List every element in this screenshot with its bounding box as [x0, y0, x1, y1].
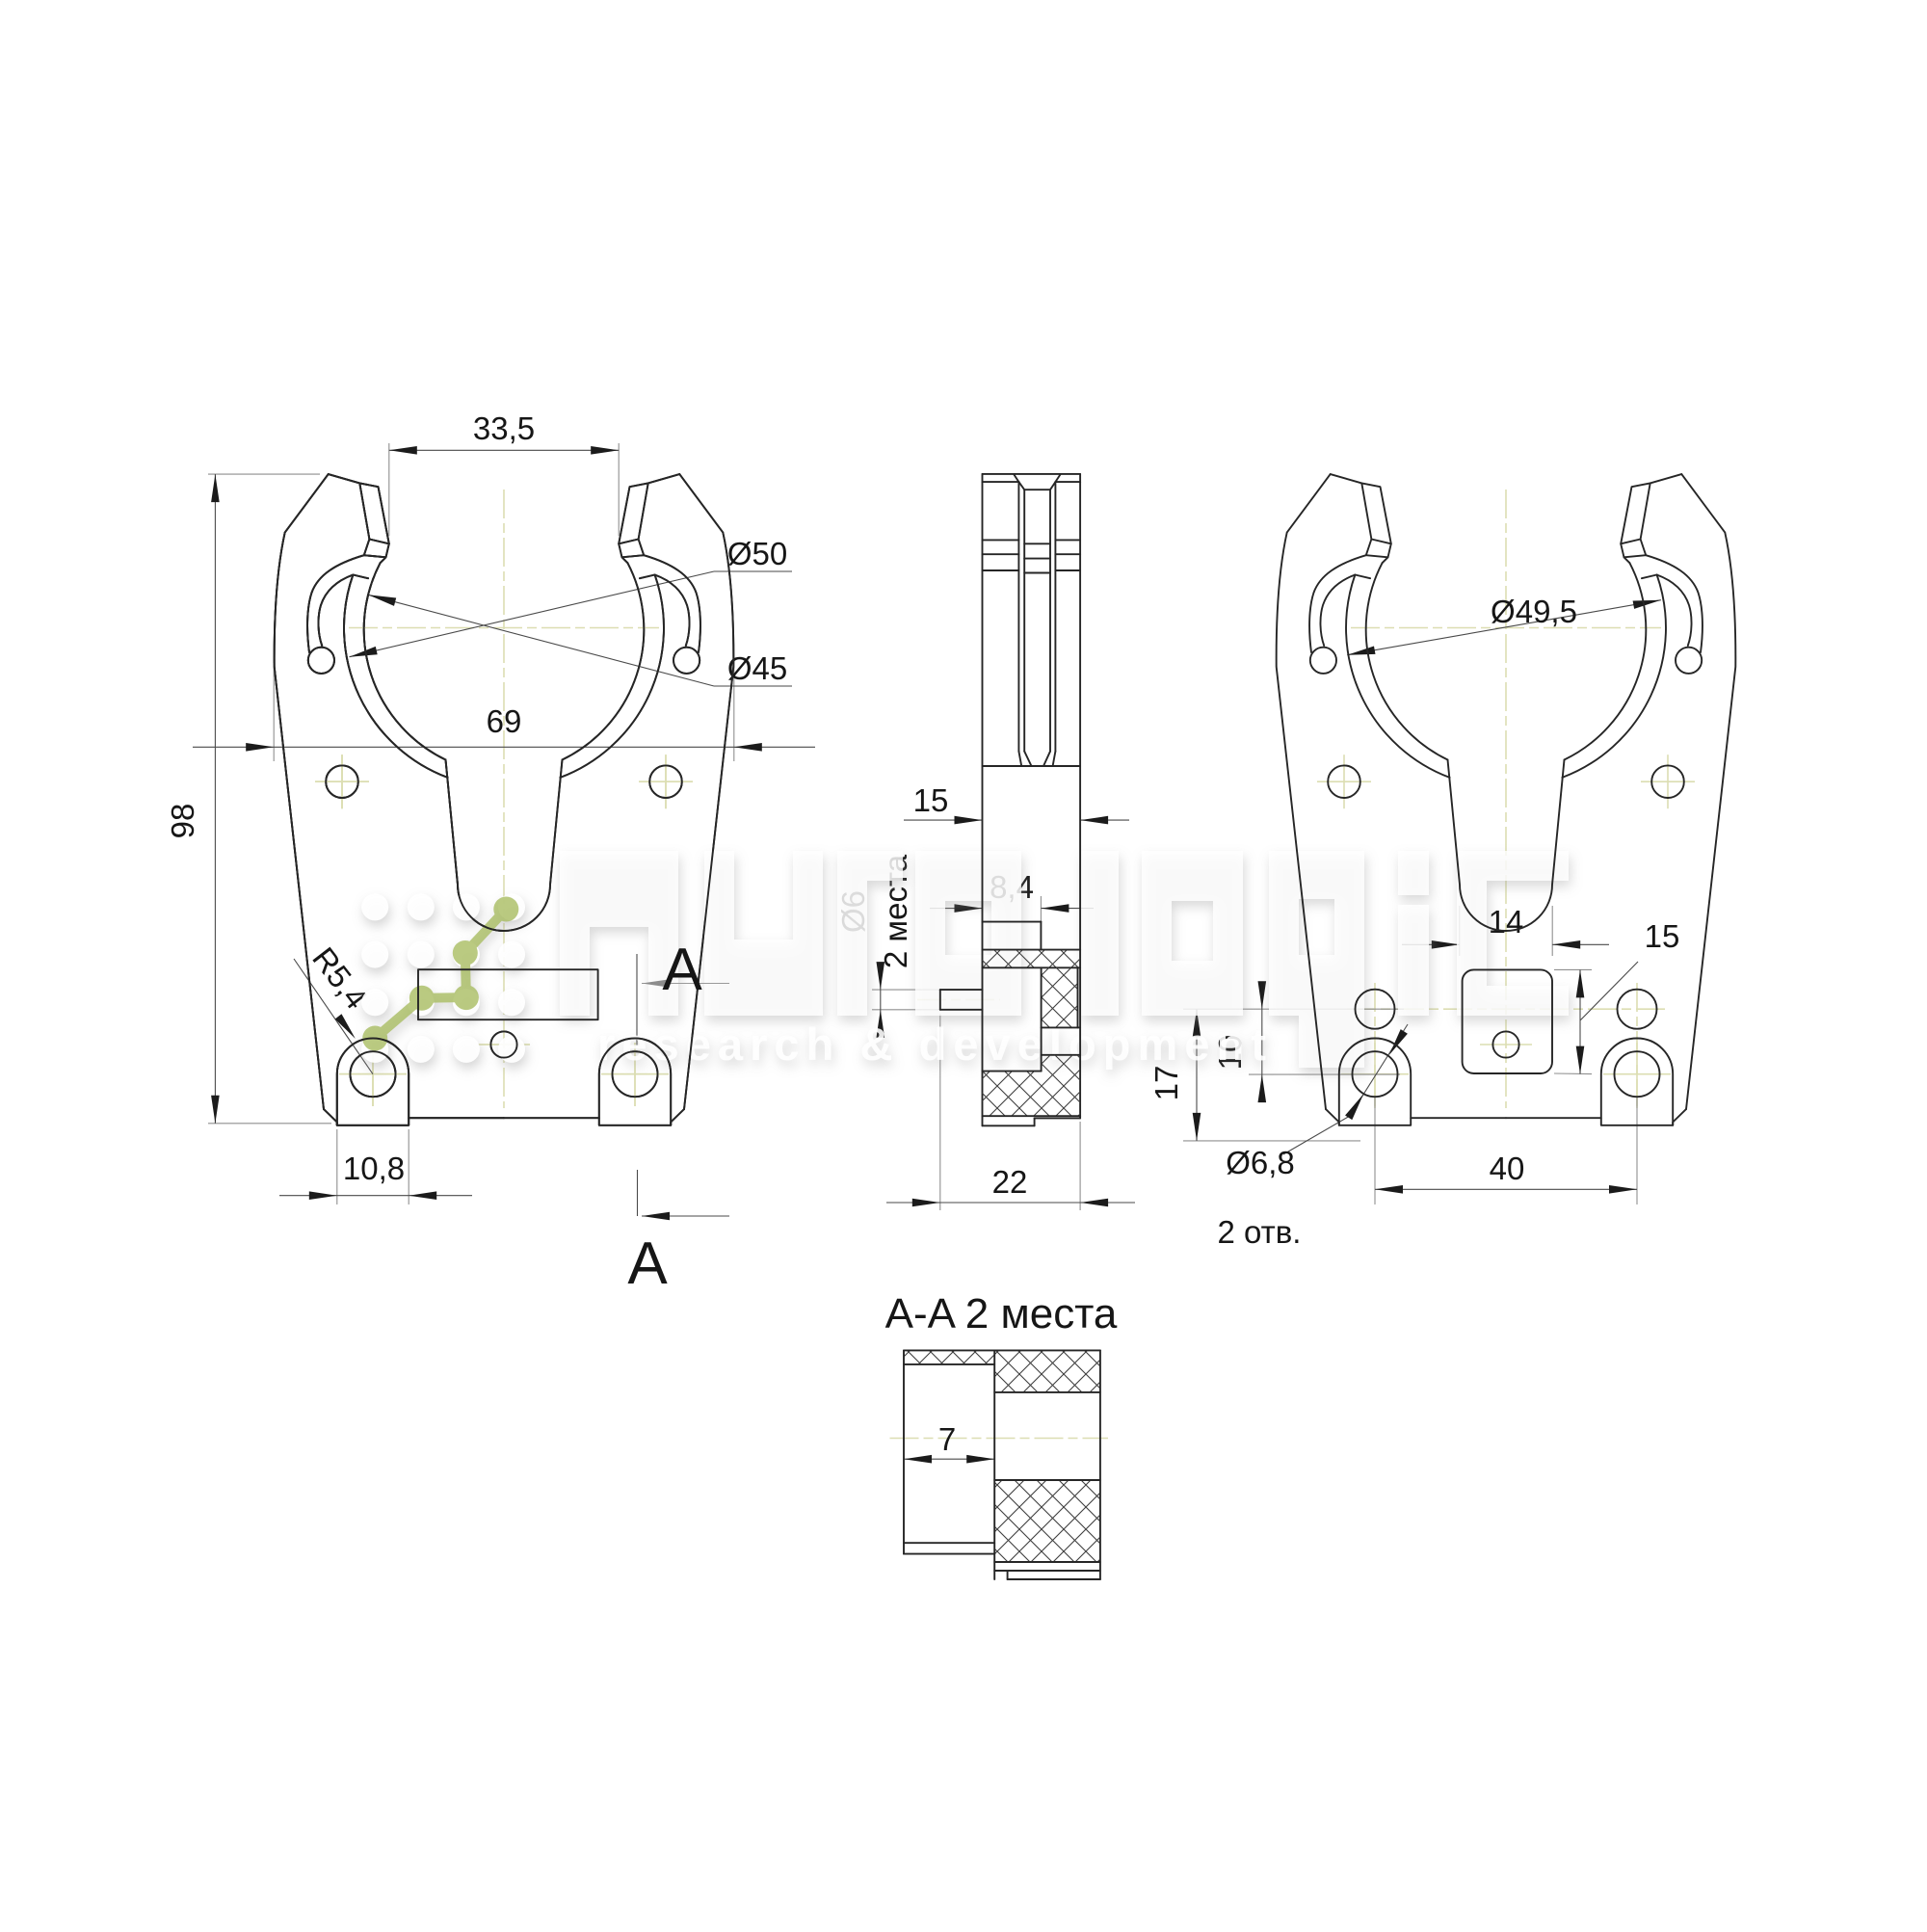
- svg-text:69: 69: [487, 703, 522, 739]
- svg-text:98: 98: [165, 804, 200, 839]
- svg-text:A: A: [662, 937, 702, 1003]
- svg-text:15: 15: [1645, 918, 1680, 954]
- svg-text:10: 10: [1212, 1035, 1248, 1071]
- svg-text:Ø6,8: Ø6,8: [1226, 1145, 1295, 1180]
- svg-text:Ø49,5: Ø49,5: [1491, 594, 1577, 629]
- svg-text:Ø50: Ø50: [727, 536, 787, 571]
- svg-text:2 отв.: 2 отв.: [1218, 1214, 1302, 1250]
- svg-text:10,8: 10,8: [343, 1151, 405, 1186]
- svg-text:7: 7: [938, 1421, 956, 1457]
- svg-text:17: 17: [1148, 1066, 1184, 1101]
- svg-text:40: 40: [1490, 1151, 1525, 1186]
- svg-text:15: 15: [913, 782, 949, 818]
- svg-text:A-A 2 места: A-A 2 места: [885, 1290, 1118, 1337]
- svg-text:33,5: 33,5: [473, 410, 535, 446]
- svg-text:Ø45: Ø45: [727, 650, 787, 686]
- svg-text:research & development: research & development: [597, 1019, 1269, 1070]
- svg-text:22: 22: [992, 1164, 1028, 1200]
- svg-text:14: 14: [1489, 904, 1524, 940]
- svg-text:A: A: [627, 1231, 668, 1297]
